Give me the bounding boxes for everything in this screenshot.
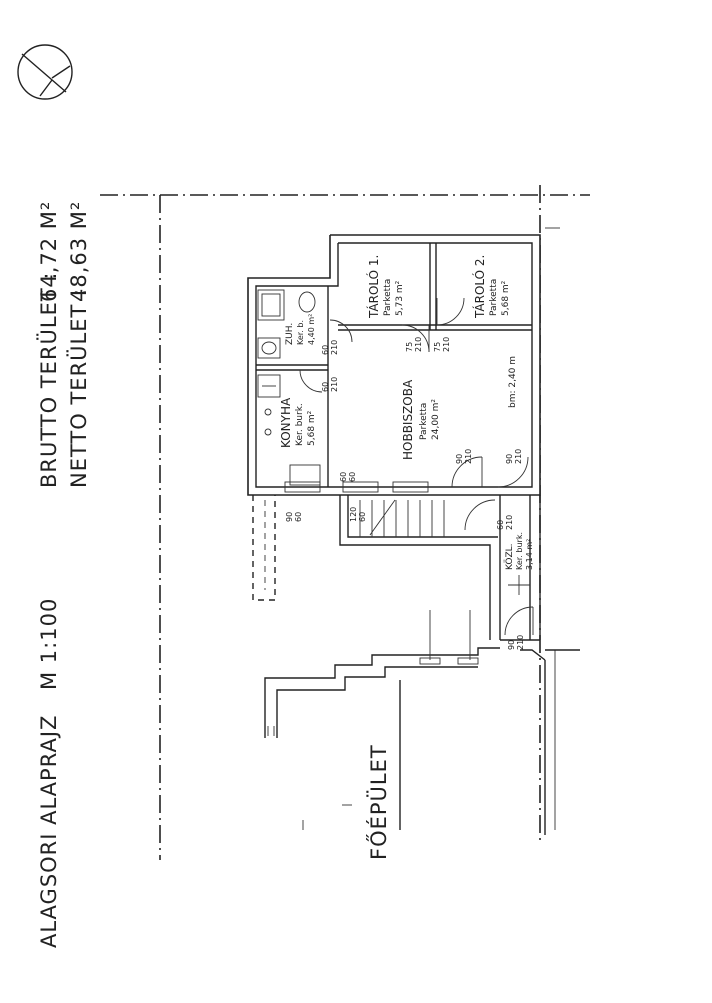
- room-kozl: KÖZL. Ker. burk. 3,14 m²: [504, 532, 534, 570]
- dimension-width: 75: [433, 342, 442, 352]
- room-name: KONYHA: [279, 397, 293, 448]
- washbasin-icon: [257, 337, 281, 359]
- room-floor: Parketta: [383, 279, 393, 316]
- plan-scale: M 1:100: [37, 598, 61, 690]
- dimension-height: 210: [414, 337, 423, 352]
- room-floor: Ker. burk.: [515, 532, 524, 570]
- room-area: 5,68 m²: [307, 410, 317, 446]
- dimension-height: 60: [294, 512, 303, 522]
- sink-icon: [289, 464, 321, 486]
- north-arrow-icon: [17, 44, 73, 100]
- room-name: HOBBISZOBA: [401, 379, 415, 460]
- dimension-height: 210: [505, 515, 514, 530]
- dimension-width: 90: [455, 454, 464, 464]
- room-name: KÖZL.: [504, 543, 515, 570]
- room-hobbi: HOBBISZOBA Parketta 24,00 m² bm: 2,40 m: [401, 356, 518, 460]
- room-name: TÁROLÓ 1.: [366, 255, 381, 319]
- property-lines: [100, 185, 590, 860]
- doors: [299, 297, 534, 636]
- room-floor: Ker. b.: [296, 320, 305, 345]
- dimension-height: 210: [464, 449, 473, 464]
- room-tarolo2: TÁROLÓ 2. Parketta 5,68 m²: [472, 255, 511, 319]
- dimension-height: 60: [348, 472, 357, 482]
- title-block: ALAGSORI ALAPRAJZ M 1:100 BRUTTO TERÜLET…: [36, 201, 91, 948]
- netto-area-value: 48,63 M²: [67, 201, 91, 302]
- dimension-width: 90: [507, 640, 516, 650]
- dimension-height: 210: [514, 449, 523, 464]
- room-floor: Ker. burk.: [295, 403, 305, 446]
- brutto-area-value: 64,72 M²: [37, 201, 61, 302]
- room-name: ZUH.: [285, 323, 295, 345]
- room-floor: Parketta: [419, 403, 429, 440]
- dimension-width: 60: [321, 345, 330, 355]
- shower-tray-icon: [257, 289, 285, 321]
- room-floor: Parketta: [489, 279, 499, 316]
- room-tarolo1: TÁROLÓ 1. Parketta 5,73 m²: [366, 255, 405, 319]
- stair-corridor: [252, 495, 541, 641]
- room-height: bm: 2,40 m: [508, 356, 518, 408]
- room-area: 4,40 m²: [307, 314, 316, 345]
- room-area: 5,68 m²: [501, 280, 511, 316]
- dimension-height: 210: [442, 337, 451, 352]
- toilet-icon: [298, 291, 316, 313]
- plan-title: ALAGSORI ALAPRAJZ: [37, 715, 61, 948]
- main-building-outline: [264, 610, 580, 835]
- dimension-width: 60: [339, 472, 348, 482]
- netto-area-label: NETTO TERÜLET :: [66, 288, 91, 488]
- dimension-width: 75: [405, 342, 414, 352]
- basement-walls: [247, 234, 541, 496]
- dimension-width: 90: [285, 512, 294, 522]
- dimension-height: 60: [358, 512, 367, 522]
- room-area: 24,00 m²: [431, 399, 441, 440]
- room-name: TÁROLÓ 2.: [472, 255, 487, 319]
- main-building-label: FŐÉPÜLET: [366, 744, 391, 860]
- brutto-area-label: BRUTTO TERÜLET :: [36, 272, 61, 488]
- dimension-width: 90: [505, 454, 514, 464]
- fixtures: [257, 289, 321, 486]
- room-area: 3,14 m²: [525, 539, 534, 570]
- stove-icon: [257, 374, 281, 398]
- dimension-width: 120: [349, 507, 358, 522]
- dimension-width: 60: [321, 382, 330, 392]
- dimension-height: 210: [330, 340, 339, 355]
- door-dimension-notes: 75 210 75 210 60 210 60 210 90 210 90 21…: [285, 337, 525, 650]
- dimension-height: 210: [516, 635, 525, 650]
- dimension-width: 60: [496, 520, 505, 530]
- room-konyha: KONYHA Ker. burk. 5,68 m²: [279, 397, 317, 448]
- dimension-height: 210: [330, 377, 339, 392]
- room-area: 5,73 m²: [395, 280, 405, 316]
- room-zuh: ZUH. Ker. b. 4,40 m²: [285, 314, 316, 345]
